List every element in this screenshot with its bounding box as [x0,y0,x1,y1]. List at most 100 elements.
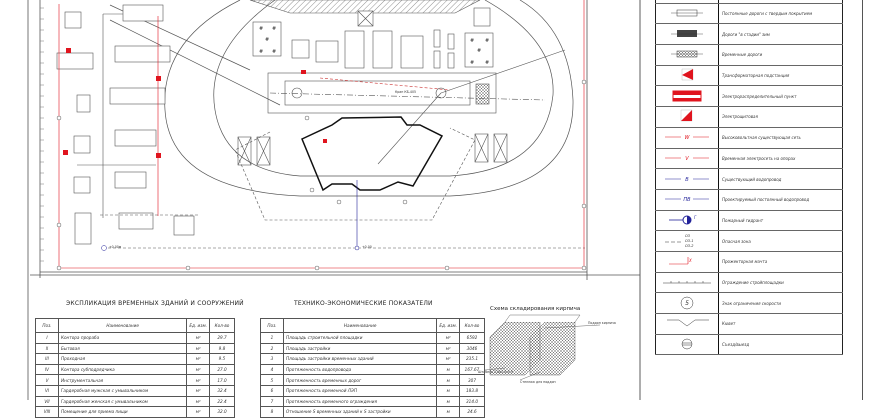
legend-label: Дороги "в стадии" зим [718,23,843,46]
table-cell: 3046 [459,342,485,355]
brick-scheme-title: Схема складирования кирпича [490,306,581,312]
table-cell: 8 [260,406,284,418]
fence-icon [655,272,719,294]
explication-title: ЭКСПЛИКАЦИЯ ВРЕМЕННЫХ ЗДАНИЙ И СООРУЖЕНИ… [66,300,244,307]
svg-text:#: # [485,60,489,66]
table-cell: м [436,395,460,408]
legend-label: Кювет [718,313,843,335]
line-mark: V [685,156,689,162]
table-cell: Отношение S временных зданий к S застрой… [282,406,438,418]
brick-label: Штабель 2.0х1.0х0.9 [478,370,513,374]
distribution-icon [655,85,719,108]
ditch-icon [655,313,719,335]
site-plan-drawing: ##### ##### Кран КБ-405 [27,0,641,400]
svg-text:ОЗ-2: ОЗ-2 [685,244,694,248]
column-header: Наименование [57,318,188,333]
existing-building [249,0,481,14]
legend-table: # #НавесПостоянные дороги с твердым покр… [655,0,843,356]
svg-text:Г: Г [694,215,697,220]
oval-road [109,0,574,197]
line-v-icon: V [655,148,719,170]
legend-label: Пожарный гидрант [718,210,843,232]
mast-icon: Х [655,251,719,273]
table-cell: 24.6 [459,406,485,418]
table-cell: VI [35,384,59,397]
table-cell: м² [186,374,210,386]
legend-label: Съезд/выезд [718,334,843,356]
floodlight-icon [655,106,719,128]
table-cell: 314.0 [459,395,485,408]
legend-label: Прожекторная мачта [718,251,843,273]
table-cell: Площадь застройки [282,342,438,355]
table-cell: 6 [260,384,284,397]
indicators-title: ТЕХНИКО-ЭКОНОМИЧЕСКИЕ ПОКАЗАТЕЛИ [294,300,433,307]
permanent-road-icon [655,3,719,25]
column-header: Кол-во [459,318,485,333]
legend-row: Постоянные дороги с твердым покрытием [655,3,843,25]
table-cell: м² [186,342,210,355]
sheet-edge [862,0,863,400]
table-cell: м [436,374,460,386]
transformer-icon [655,65,719,87]
crane-track [267,49,566,165]
legend-row: Дороги "в стадии" зим [655,23,843,46]
svg-text:#: # [259,49,263,55]
table-cell: м² [436,332,460,344]
table-cell: II [35,342,59,355]
table-cell: 29.7 [209,332,235,344]
table-cell: м² [186,332,210,344]
line-mark: ПВ [683,197,691,203]
legend-row: Трансформаторная подстанция [655,65,843,87]
table-cell: 167.67 [459,363,485,376]
column-header: Ед. изм. [186,318,210,333]
table-cell: Проходная [57,353,188,365]
table-cell: Гардеробная мужская с умывальником [57,384,188,397]
table-cell: I [35,332,59,344]
table-cell: Гардеробная женская с умывальником [57,395,188,408]
table-cell: V [35,374,59,386]
legend-row: Ограждение стройплощадки [655,272,843,294]
table-cell: м [436,384,460,397]
legend-row: # #Навес [655,0,843,4]
column-header: Поз. [260,318,284,333]
table-cell: 5 [260,374,284,386]
table-cell: Протяженность водопровода [282,363,438,376]
legend-label: Трансформаторная подстанция [718,65,843,87]
table-cell: Контора прораба [57,332,188,344]
table-cell: 183.8 [459,384,485,397]
legend-label: Проектируемый постоянный водопровод [718,189,843,211]
svg-text:ОЗ-1: ОЗ-1 [685,239,694,243]
danger-zone [234,127,476,221]
table-cell: м² [186,363,210,376]
svg-text:ОЗ: ОЗ [685,234,691,238]
table-cell: 6592 [459,332,485,344]
table-cell: 235.1 [459,353,485,365]
table-cell: 32.0 [209,406,235,418]
svg-text:#: # [272,49,276,55]
table-cell: м² [186,384,210,397]
table-cell: Площадь строительной площадки [282,332,438,344]
svg-text:5: 5 [685,300,689,307]
canopy-icon: # # [655,0,719,4]
legend-label: Постоянные дороги с твердым покрытием [718,3,843,25]
table-cell: Помещение для приема пищи [57,406,188,418]
svg-text:#: # [485,38,489,44]
table-cell: 4 [260,363,284,376]
table-cell: м² [436,342,460,355]
legend-label: Электрораспределительный пункт [718,85,843,108]
table-cell: 17.0 [209,374,235,386]
svg-text:#: # [265,37,269,43]
